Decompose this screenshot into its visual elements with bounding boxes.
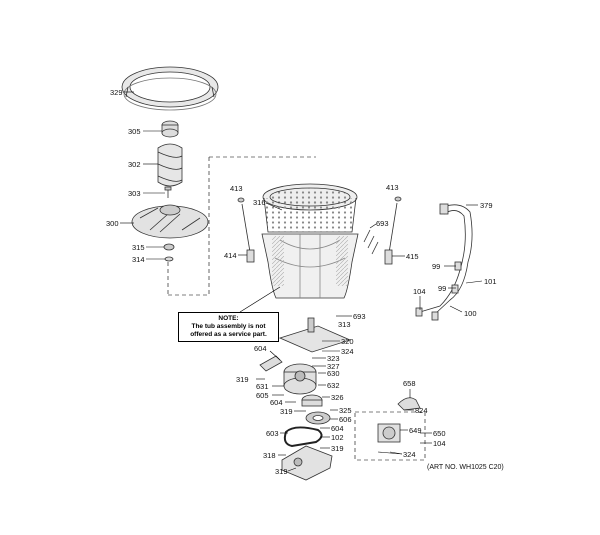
- callout-693-upper: 693: [376, 219, 389, 228]
- callout-631: 631: [256, 382, 269, 391]
- callout-320: 320: [341, 337, 354, 346]
- callout-605: 605: [256, 391, 269, 400]
- callout-labels: 329 305 302 303 300 315 314 413 316 414 …: [106, 88, 497, 476]
- note-title: NOTE:: [218, 315, 239, 322]
- clutch-326: [301, 394, 323, 407]
- leaders-lower: [256, 340, 432, 472]
- nut-315: [163, 243, 175, 251]
- callout-101: 101: [484, 277, 497, 286]
- callout-323: 323: [327, 354, 340, 363]
- washer-314: [164, 256, 174, 262]
- tub-note: NOTE: The tub assembly is not offered as…: [178, 312, 279, 342]
- callout-318: 318: [263, 451, 276, 460]
- callout-693-lower: 693: [353, 312, 366, 321]
- wire-harness: [415, 203, 473, 321]
- callout-604-b: 604: [270, 398, 283, 407]
- callout-324: 324: [341, 347, 354, 356]
- callout-319-a: 319: [236, 375, 249, 384]
- callout-604-a: 604: [254, 344, 267, 353]
- impeller-300: [131, 204, 209, 239]
- callout-102: 102: [331, 433, 344, 442]
- callout-104-upper: 104: [413, 287, 426, 296]
- callout-325: 325: [339, 406, 352, 415]
- callout-650: 650: [433, 429, 446, 438]
- callout-604-c: 604: [331, 424, 344, 433]
- callout-302: 302: [128, 160, 141, 169]
- mounting-plate-320: [278, 317, 352, 353]
- callout-305: 305: [128, 127, 141, 136]
- callout-326: 326: [331, 393, 344, 402]
- callout-104-lower: 104: [433, 439, 446, 448]
- callout-413-right: 413: [386, 183, 399, 192]
- callout-319-c: 319: [331, 444, 344, 453]
- leaders-left: [120, 91, 165, 260]
- callout-99-upper: 99: [432, 262, 440, 271]
- callout-319-d: 319: [275, 467, 288, 476]
- callout-314: 314: [132, 255, 145, 264]
- callout-413-left: 413: [230, 184, 243, 193]
- suspension-rod-left: [237, 197, 255, 263]
- callout-658: 658: [403, 379, 416, 388]
- callout-415: 415: [406, 252, 419, 261]
- callout-414: 414: [224, 251, 237, 260]
- callout-303: 303: [128, 189, 141, 198]
- callout-99-lower: 99: [438, 284, 446, 293]
- callout-324-lower: 324: [403, 450, 416, 459]
- callout-824: 824: [415, 406, 428, 415]
- callout-313: 313: [338, 320, 351, 329]
- callout-379: 379: [480, 201, 493, 210]
- callout-632: 632: [327, 381, 340, 390]
- note-line-1: The tub assembly is not: [191, 323, 266, 330]
- bearing-305: [161, 120, 179, 138]
- tub-assembly: [261, 183, 359, 299]
- callout-300: 300: [106, 219, 119, 228]
- pump-dashed-box: [354, 411, 426, 461]
- balance-ring-329: [121, 66, 219, 111]
- callout-606: 606: [339, 415, 352, 424]
- callout-319-b: 319: [280, 407, 293, 416]
- callout-630: 630: [327, 369, 340, 378]
- callout-100: 100: [464, 309, 477, 318]
- callout-603: 603: [266, 429, 279, 438]
- auger-302: [157, 143, 183, 187]
- brackets-693: [363, 229, 379, 255]
- hose-658: [397, 397, 421, 411]
- callout-315: 315: [132, 243, 145, 252]
- note-line-2: offered as a service part.: [190, 331, 267, 338]
- suspension-rod-right: [384, 196, 402, 265]
- callout-649: 649: [409, 426, 422, 435]
- leaders-tub: [238, 202, 483, 317]
- motor-630: [283, 363, 317, 395]
- bolt-303: [164, 186, 172, 198]
- belt-603: [283, 426, 323, 448]
- callout-327: 327: [327, 362, 340, 371]
- callout-329: 329: [110, 88, 123, 97]
- shield-604: [259, 355, 283, 372]
- callout-316: 316: [253, 198, 266, 207]
- pulley-606: [305, 411, 331, 425]
- gearcase-318: [281, 445, 333, 481]
- pump-649: [377, 423, 401, 443]
- art-number: (ART NO. WH1025 C20): [427, 464, 504, 471]
